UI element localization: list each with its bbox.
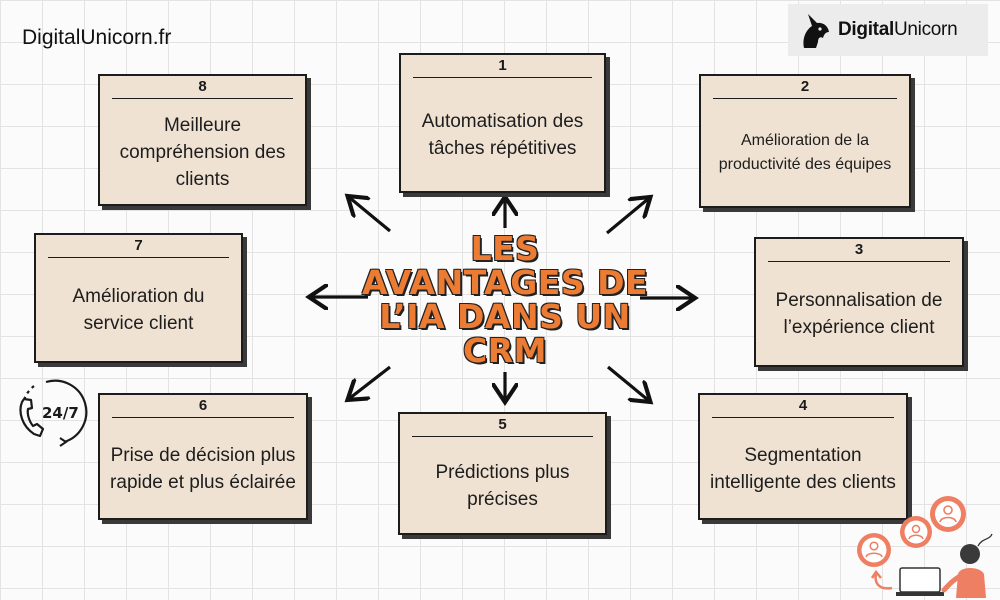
user-avatar-icon <box>930 496 966 532</box>
team-illustration <box>857 496 993 598</box>
title-line: AVANTAGES DE <box>361 263 649 302</box>
card-divider <box>48 257 229 258</box>
card-text: Automatisation des tâches répétitives <box>421 111 584 159</box>
card-text: Personnalisation de l’expérience client <box>775 290 943 338</box>
card-number: 6 <box>198 397 208 414</box>
card-8: 8 Meilleure compréhension des clients <box>98 74 307 206</box>
card-1: 1 Automatisation des tâches répétitives <box>399 53 606 193</box>
center-title: LES AVANTAGES DE L’IA DANS UN CRM <box>350 232 660 368</box>
card-divider <box>112 417 294 418</box>
card-number: 8 <box>198 78 207 95</box>
card-divider <box>112 98 293 99</box>
card-divider <box>413 77 592 78</box>
arrow-to-card-6 <box>350 365 391 398</box>
card-text: Meilleure compréhension des clients <box>119 114 286 190</box>
unicorn-icon <box>803 14 829 48</box>
card-6: 6 Prise de décision plus rapide et plus … <box>98 393 308 520</box>
card-2: 2 Amélioration de la productivité des éq… <box>699 74 911 208</box>
card-divider <box>768 261 950 262</box>
card-3: 3 Personnalisation de l’expérience clien… <box>754 237 964 367</box>
card-text: Prise de décision plus rapide et plus éc… <box>110 444 296 493</box>
user-avatar-icon <box>857 533 891 567</box>
arrow-to-card-2 <box>605 199 648 235</box>
card-text: Amélioration du service client <box>72 286 205 334</box>
arrow-to-card-8 <box>350 198 392 233</box>
brand-logo: DigitalUnicorn <box>788 4 988 56</box>
svg-text:24/7: 24/7 <box>42 404 79 422</box>
card-number: 3 <box>854 241 864 258</box>
card-text: Segmentation intelligente des clients <box>710 444 896 493</box>
brand-name: DigitalUnicorn <box>838 19 958 40</box>
card-number: 5 <box>498 416 507 433</box>
card-number: 2 <box>800 78 810 95</box>
phone-24-7-icon: 24/7 <box>19 379 88 447</box>
card-number: 4 <box>798 397 808 414</box>
card-7: 7 Amélioration du service client <box>34 233 243 363</box>
card-4: 4 Segmentation intelligente des clients <box>698 393 908 520</box>
card-number: 7 <box>134 237 143 254</box>
card-text: Amélioration de la productivité des équi… <box>718 132 892 173</box>
card-divider <box>713 98 897 99</box>
title-line: LES <box>470 229 540 268</box>
card-divider <box>412 436 593 437</box>
card-number: 1 <box>498 57 507 74</box>
card-divider <box>712 417 894 418</box>
site-label: DigitalUnicorn.fr <box>22 26 172 49</box>
title-line: CRM <box>463 331 547 370</box>
arrow-to-card-4 <box>606 365 648 400</box>
user-avatar-icon <box>900 516 932 548</box>
title-line: L’IA DANS UN <box>379 297 631 336</box>
card-text: Prédictions plus précises <box>435 461 570 510</box>
card-5: 5 Prédictions plus précises <box>398 412 607 535</box>
